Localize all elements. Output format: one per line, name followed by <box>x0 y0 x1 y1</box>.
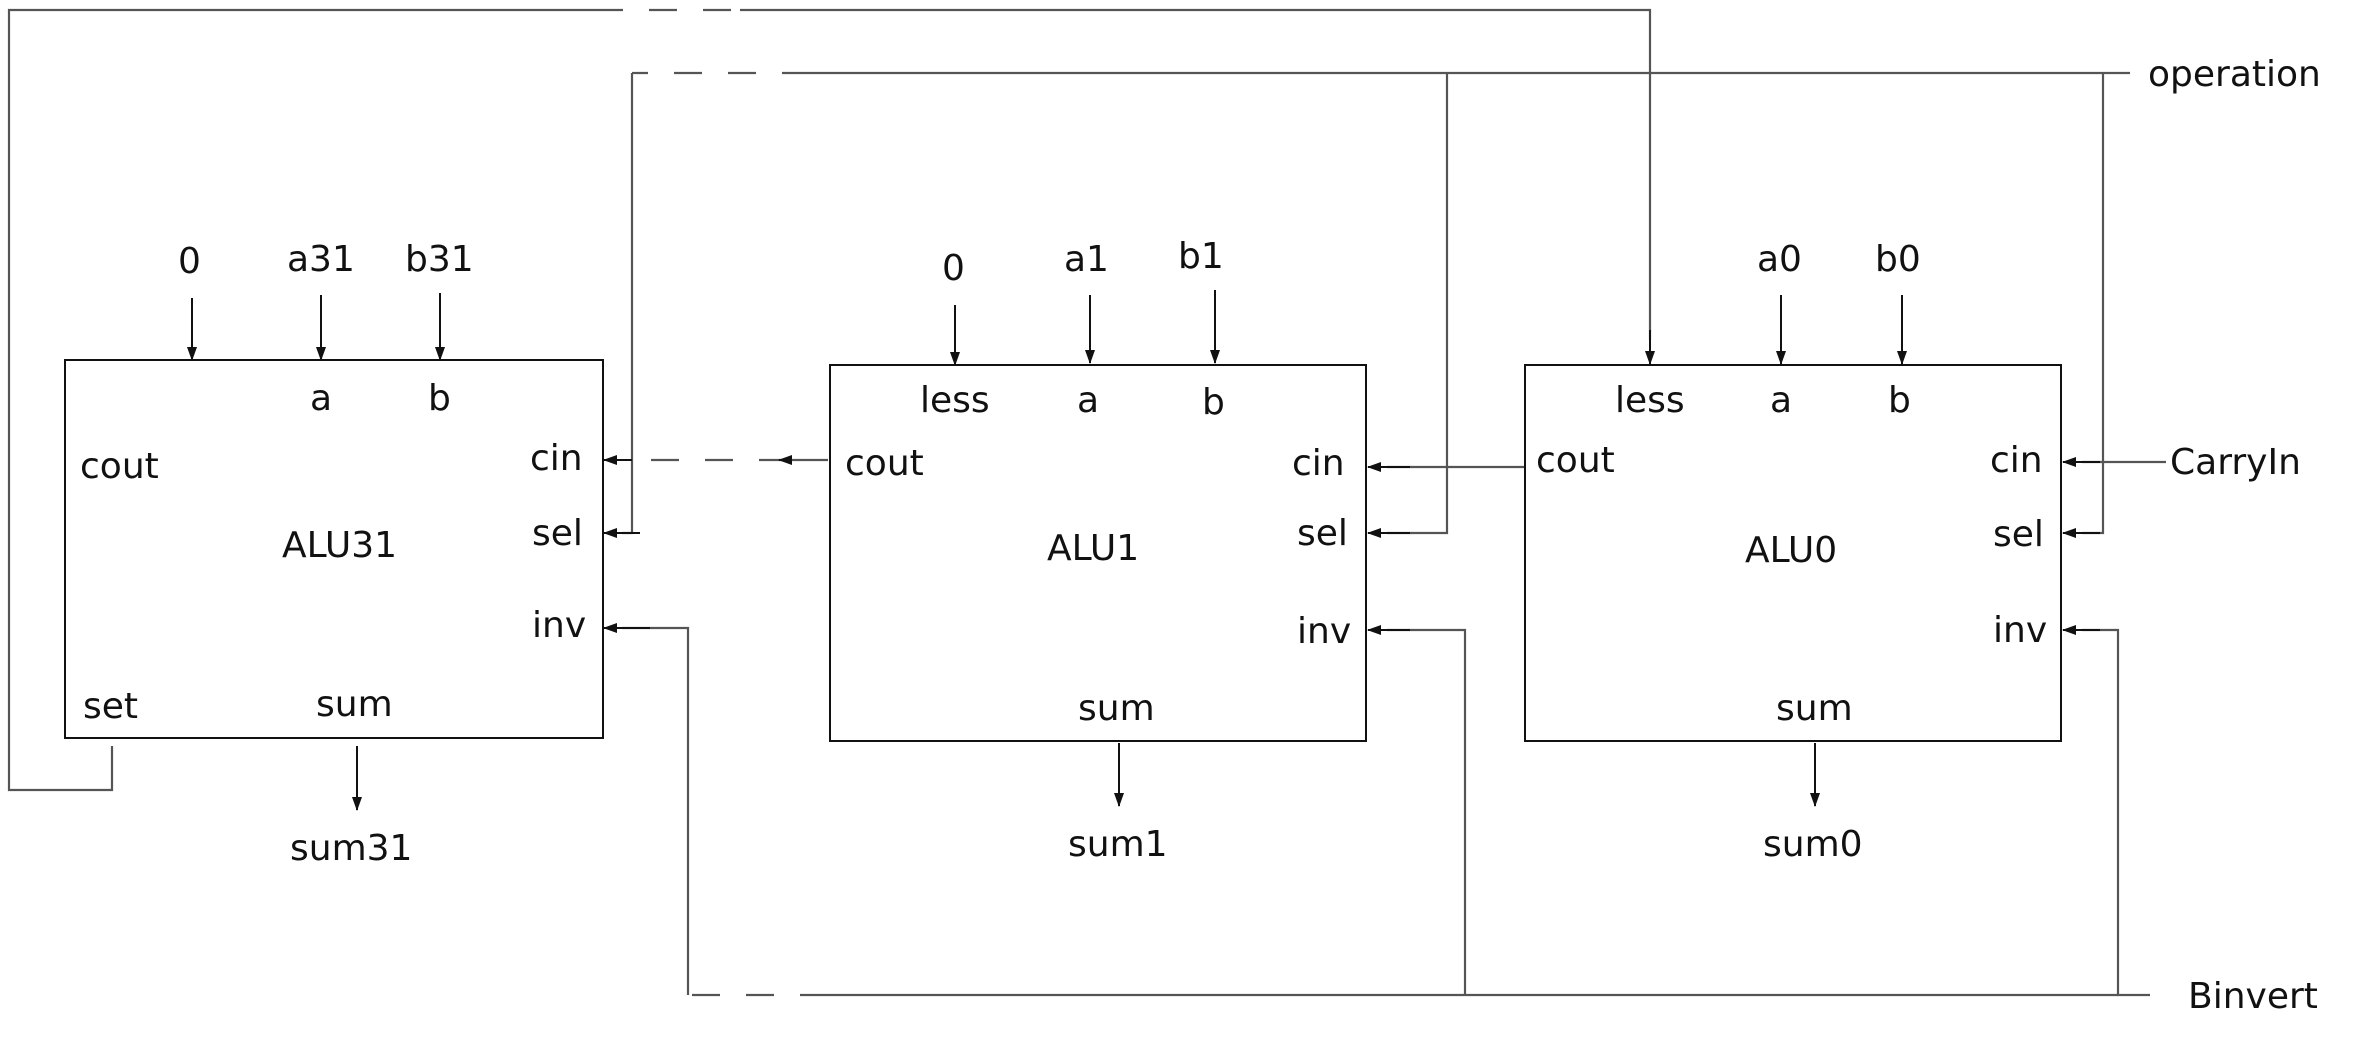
alu0-input-a: a0 <box>1757 239 1802 280</box>
alu0-title: ALU0 <box>1745 530 1837 571</box>
alu31-input-less: 0 <box>178 241 201 282</box>
alu1-port-cout: cout <box>845 443 924 484</box>
alu1-port-b: b <box>1202 382 1225 423</box>
alu0-port-b: b <box>1888 380 1911 421</box>
carry-chain-wire <box>628 458 2166 469</box>
alu1-input-less: 0 <box>942 248 965 289</box>
alu31-port-b: b <box>428 378 451 419</box>
alu31-port-sum: sum <box>316 684 393 725</box>
operation-label: operation <box>2148 54 2321 95</box>
alu31-input-a: a31 <box>287 239 355 280</box>
set-feedback-wire <box>7 8 1652 792</box>
alu31-title: ALU31 <box>282 525 397 566</box>
alu31-port-inv: inv <box>532 605 586 646</box>
alu0-block: a0 b0 less a b cout cin ALU0 sel inv sum… <box>1524 239 2062 865</box>
alu1-port-sel: sel <box>1297 513 1348 554</box>
alu31-port-cin: cin <box>530 438 583 479</box>
alu31-port-set: set <box>83 686 138 727</box>
alu0-box <box>1524 364 2062 742</box>
alu1-input-a: a1 <box>1064 239 1109 280</box>
alu31-block: 0 a31 b31 a b cout cin ALU31 sel inv set… <box>64 239 604 869</box>
alu0-port-sel: sel <box>1993 514 2044 555</box>
alu0-port-cout: cout <box>1536 440 1615 481</box>
alu1-port-a: a <box>1077 380 1099 421</box>
alu1-port-less: less <box>920 380 990 421</box>
alu0-input-b: b0 <box>1875 239 1921 280</box>
binvert-label: Binvert <box>2188 976 2318 1017</box>
alu31-port-cout: cout <box>80 446 159 487</box>
carry-in-label: CarryIn <box>2170 442 2301 483</box>
alu1-block: 0 a1 b1 less a b cout cin ALU1 sel inv s… <box>829 236 1367 865</box>
alu1-output-sum: sum1 <box>1068 824 1168 865</box>
alu0-port-cin: cin <box>1990 440 2043 481</box>
alu31-port-sel: sel <box>532 513 583 554</box>
alu1-port-cin: cin <box>1292 443 1345 484</box>
alu0-port-inv: inv <box>1993 610 2047 651</box>
alu31-port-a: a <box>310 378 332 419</box>
alu1-box <box>829 364 1367 742</box>
alu1-port-sum: sum <box>1078 688 1155 729</box>
alu1-input-b: b1 <box>1178 236 1224 277</box>
alu1-title: ALU1 <box>1047 528 1139 569</box>
alu31-input-b: b31 <box>405 239 474 280</box>
alu0-port-a: a <box>1770 380 1792 421</box>
alu1-port-inv: inv <box>1297 611 1351 652</box>
alu0-port-sum: sum <box>1776 688 1853 729</box>
arrows <box>187 290 2100 811</box>
alu0-port-less: less <box>1615 380 1685 421</box>
alu0-output-sum: sum0 <box>1763 824 1863 865</box>
alu31-box <box>64 359 604 739</box>
alu31-output-sum: sum31 <box>290 828 412 869</box>
